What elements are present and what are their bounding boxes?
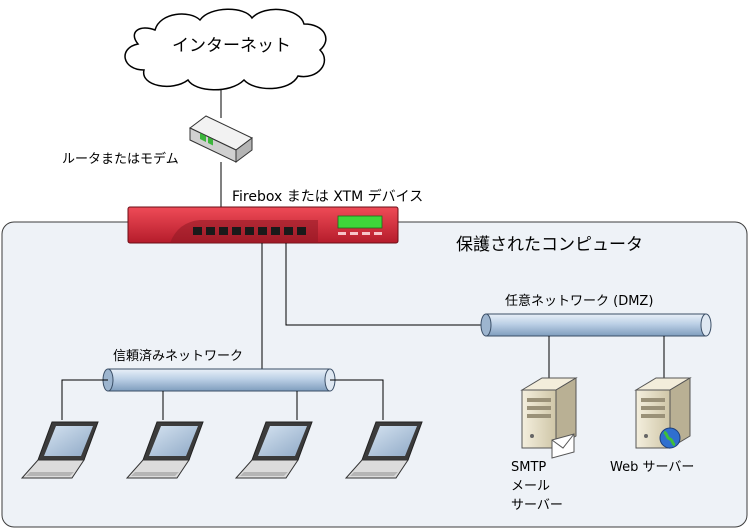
mail-server-icon xyxy=(520,377,578,459)
dmz-network-pipe xyxy=(480,313,712,337)
laptop-icon xyxy=(234,421,313,479)
laptop-icon xyxy=(344,421,423,479)
firebox-device xyxy=(127,206,399,244)
firebox-label: Firebox または XTM デバイス xyxy=(232,189,424,205)
dmz-uplink xyxy=(285,243,486,326)
protected-zone-label: 保護されたコンピュータ xyxy=(456,235,643,255)
trusted-label: 信頼済みネットワーク xyxy=(113,349,244,364)
laptop-4-drop xyxy=(330,379,384,420)
internet-label: インターネット xyxy=(172,36,291,56)
trusted-network-pipe xyxy=(102,368,336,392)
internet-cloud xyxy=(124,8,327,91)
laptop-icon xyxy=(125,421,204,479)
laptop-icon xyxy=(20,421,99,479)
laptop-1-drop xyxy=(61,379,108,420)
smtp-label-line1: SMTP xyxy=(511,460,547,475)
web-server-icon xyxy=(634,377,692,449)
smtp-label-line3: サーバー xyxy=(511,498,563,513)
web-server-label: Web サーバー xyxy=(610,460,695,475)
smtp-label-line2: メール xyxy=(511,479,551,494)
dmz-label: 任意ネットワーク (DMZ) xyxy=(505,294,654,309)
router-icon xyxy=(189,115,253,163)
router-label: ルータまたはモデム xyxy=(62,152,179,167)
